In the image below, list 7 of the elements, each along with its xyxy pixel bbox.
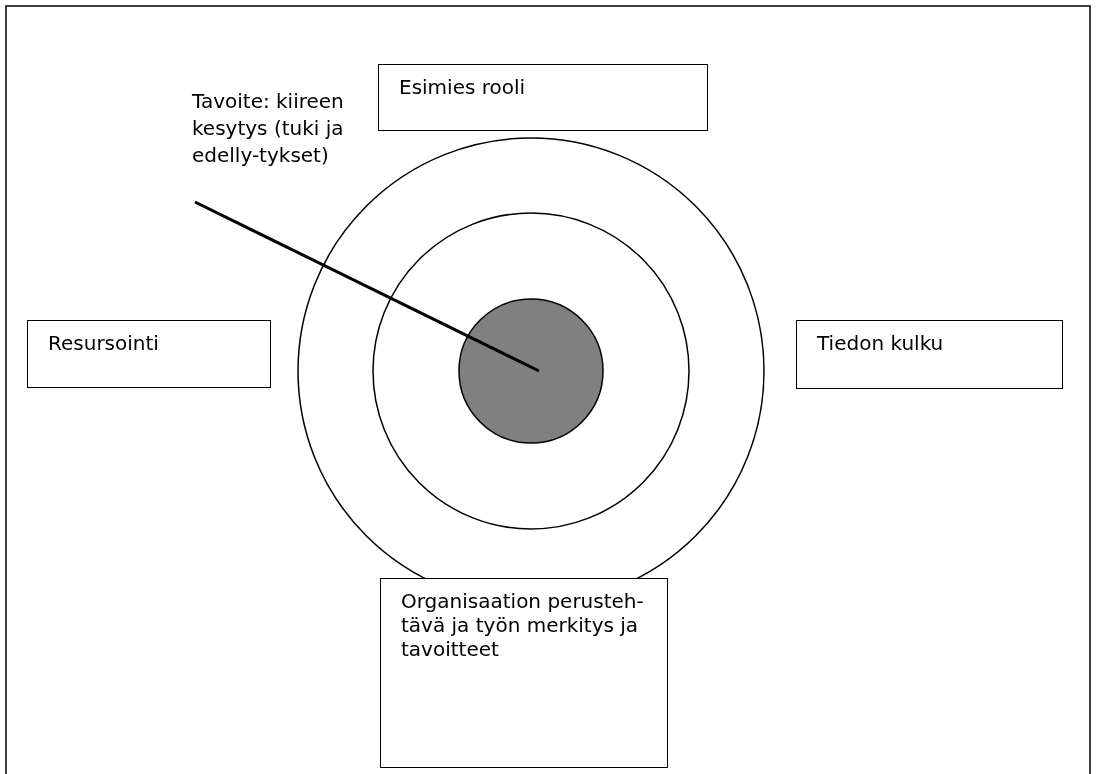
leader-line: [194, 200, 540, 373]
text-box: Organisaation perusteh-tävä ja työn merkitys ja tavoitteet: [380, 578, 668, 768]
text-box: Esimies rooli: [378, 64, 708, 131]
text-box: Tiedon kulku: [796, 320, 1063, 389]
center-circle: [458, 298, 604, 444]
callout-text: Tavoite: kiireen kesytys (tuki ja edelly-tykset): [192, 88, 360, 202]
text-box: Resursointi: [27, 320, 271, 388]
